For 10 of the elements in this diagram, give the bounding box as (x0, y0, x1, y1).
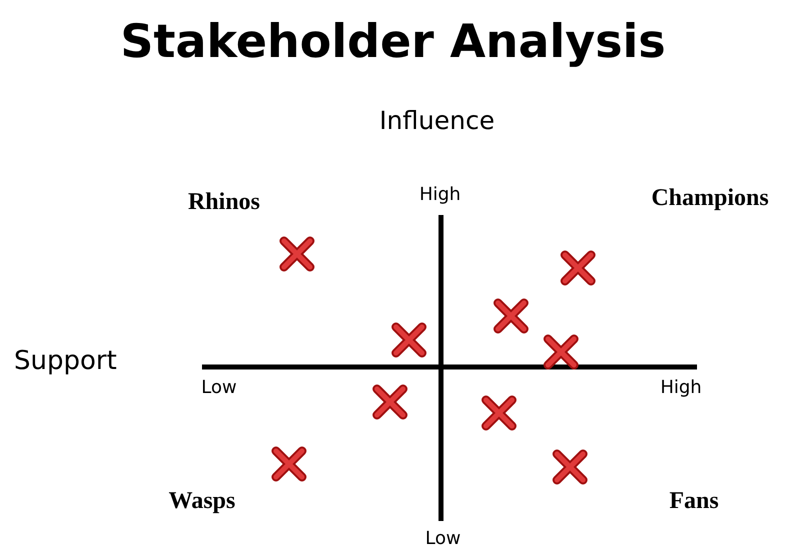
quadrant-label: Wasps (168, 489, 236, 513)
axis-title: Support (14, 348, 117, 374)
quadrant-label: Fans (669, 489, 719, 513)
axis-end-label: High (660, 379, 702, 397)
axis-end-label: High (419, 186, 461, 204)
axis-end-label: Low (201, 379, 237, 397)
axis-end-label: Low (425, 530, 461, 548)
axis-title: Influence (379, 108, 495, 133)
quadrant-label: Rhinos (188, 190, 260, 214)
quadrant-label: Champions (651, 186, 769, 210)
